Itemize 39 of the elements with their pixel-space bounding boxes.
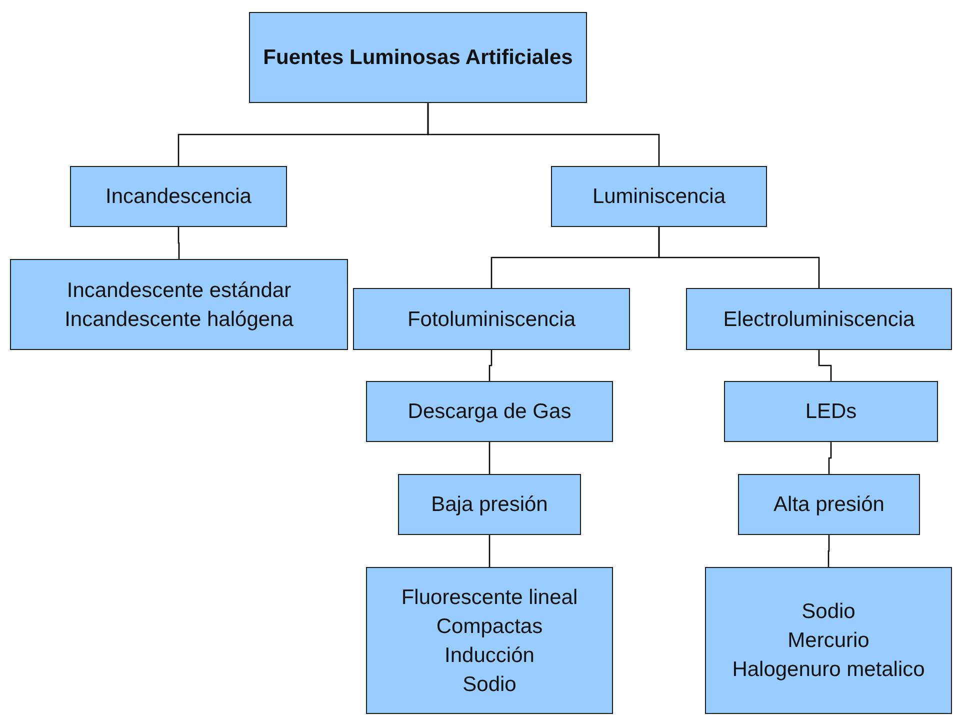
box-label: Halogenuro metalico	[732, 657, 925, 683]
category-box	[70, 166, 287, 227]
category-box	[724, 381, 938, 442]
category-box	[738, 474, 920, 535]
box-label: Compactas	[436, 614, 543, 640]
category-box	[705, 567, 952, 714]
connector-line	[488, 442, 490, 474]
category-box	[353, 288, 630, 350]
category-box	[366, 381, 613, 442]
connector-line	[828, 442, 832, 474]
category-box	[398, 474, 581, 535]
box-label: Luminiscencia	[592, 184, 726, 210]
box-label: Sodio	[802, 599, 856, 625]
connector-line	[427, 103, 660, 166]
box-label: Electroluminiscencia	[723, 306, 915, 332]
category-box	[551, 166, 767, 227]
connector-line	[488, 350, 492, 381]
title-text: Fuentes Luminosas Artificiales	[263, 45, 573, 71]
connector-line	[658, 227, 820, 288]
box-label: Incandescente estándar	[66, 278, 292, 304]
box-label: Descarga de Gas	[408, 399, 572, 425]
connector-line	[488, 535, 490, 567]
box-label: Mercurio	[788, 628, 870, 654]
box-label: Sodio	[462, 672, 516, 698]
category-box	[249, 12, 587, 103]
box-label: LEDs	[805, 399, 857, 425]
box-label: Alta presión	[774, 492, 884, 518]
category-box	[10, 259, 348, 350]
box-label: Inducción	[444, 642, 534, 668]
category-box	[366, 567, 613, 714]
box-label: Fotoluminiscencia	[407, 306, 576, 332]
box-label: Fluorescente lineal	[401, 584, 578, 610]
box-label: Incandescente halógena	[64, 306, 294, 332]
category-box	[686, 288, 952, 350]
box-label: Baja presión	[431, 492, 548, 518]
connector-line	[818, 350, 832, 381]
box-label: Incandescencia	[106, 184, 252, 210]
connector-line	[178, 227, 180, 259]
connector-line	[828, 535, 830, 567]
